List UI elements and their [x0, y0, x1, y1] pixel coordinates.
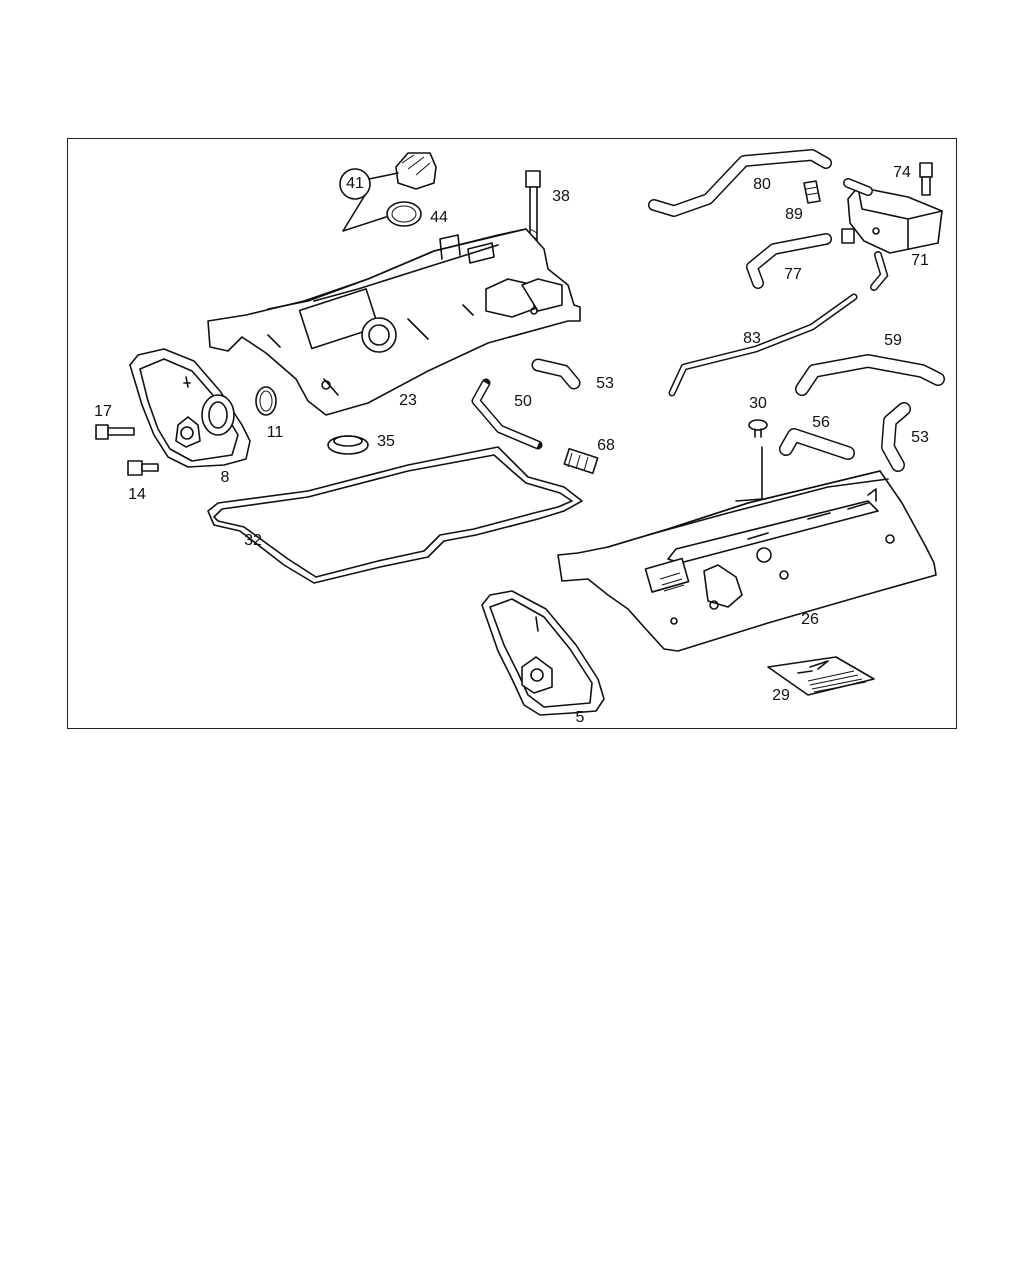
callout-59: 59	[884, 332, 902, 349]
callout-44: 44	[430, 209, 448, 226]
end-cover-8	[129, 348, 251, 468]
callout-53-left: 53	[596, 375, 614, 392]
callout-83: 83	[743, 330, 761, 347]
callout-17: 17	[94, 403, 112, 420]
plug-89	[803, 180, 821, 204]
label-decal-29	[767, 656, 875, 696]
callout-26: 26	[801, 611, 819, 628]
breather-fitting-71	[843, 178, 943, 291]
o-ring-11	[255, 386, 277, 416]
callout-41: 41	[346, 175, 364, 192]
seal-ring-44	[386, 201, 422, 227]
end-cover-5	[481, 590, 605, 716]
callout-80: 80	[753, 176, 771, 193]
screw-74	[919, 162, 933, 196]
callout-71: 71	[911, 252, 929, 269]
callout-29: 29	[772, 687, 790, 704]
cylinder-head-cover-23	[207, 228, 581, 416]
callout-11: 11	[266, 424, 284, 441]
callout-8: 8	[220, 469, 230, 486]
callout-32: 32	[244, 532, 262, 549]
callout-35: 35	[377, 433, 395, 450]
callout-56: 56	[812, 414, 830, 431]
callout-53-right: 53	[911, 429, 929, 446]
callout-89: 89	[785, 206, 803, 223]
callout-50: 50	[514, 393, 532, 410]
callout-38: 38	[552, 188, 570, 205]
callout-5: 5	[575, 709, 585, 726]
connector-68	[563, 447, 599, 475]
bolt-14	[127, 460, 159, 476]
callout-23: 23	[399, 392, 417, 409]
oil-filler-cap	[339, 152, 437, 232]
callout-30: 30	[749, 395, 767, 412]
bolt-17	[95, 424, 135, 440]
callout-14: 14	[128, 486, 146, 503]
grommet-35	[327, 435, 369, 455]
callout-74: 74	[893, 164, 911, 181]
parts-illustration	[95, 149, 945, 716]
diagram-frame: 41 44 38 80 74 89 71 77 83 59 30 56 53 5…	[67, 138, 957, 729]
gasket-32	[207, 446, 583, 584]
callout-77: 77	[784, 266, 802, 283]
cylinder-head-cover-26	[557, 470, 937, 652]
callout-68: 68	[597, 437, 615, 454]
clip-30	[735, 419, 768, 502]
